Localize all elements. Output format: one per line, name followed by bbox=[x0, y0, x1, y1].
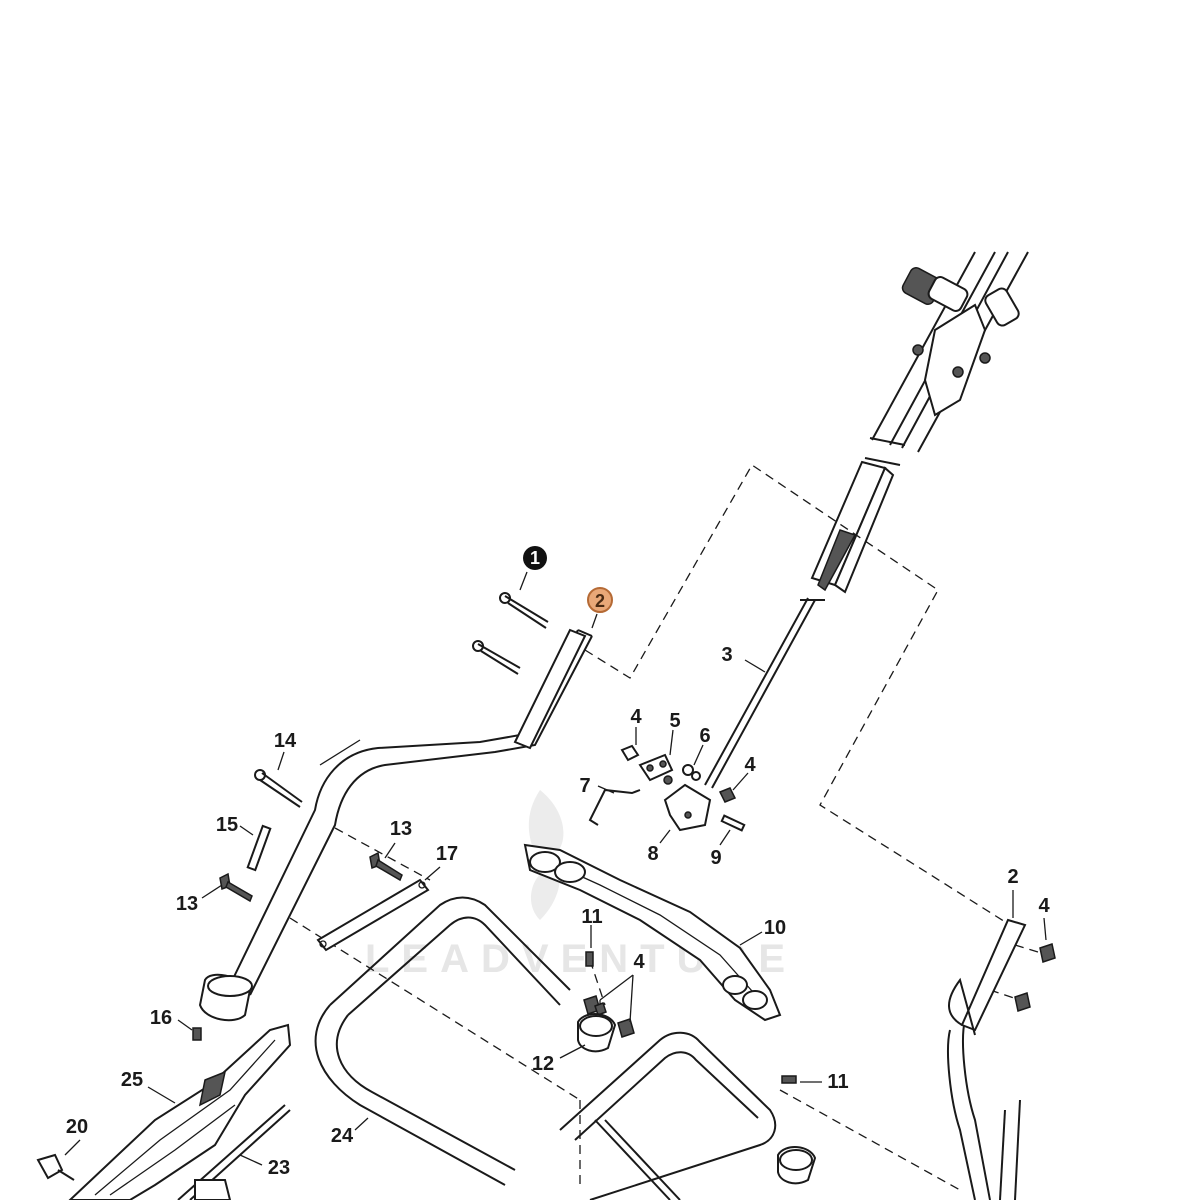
rod-part-3 bbox=[704, 597, 825, 789]
label-11-b: 11 bbox=[827, 1071, 848, 1093]
label-20: 20 bbox=[66, 1116, 88, 1138]
label-8: 8 bbox=[647, 843, 658, 865]
label-16: 16 bbox=[150, 1007, 172, 1029]
part-labels: 3 4 5 6 4 7 8 9 10 11 4 12 11 2 4 14 15 … bbox=[66, 644, 1051, 1179]
callout-1: 1 bbox=[523, 546, 547, 570]
label-12: 12 bbox=[532, 1053, 554, 1075]
bolts-part-1 bbox=[472, 592, 549, 675]
label-4-c: 4 bbox=[633, 951, 645, 973]
label-14: 14 bbox=[274, 730, 297, 752]
leader-lines bbox=[64, 571, 1047, 1166]
lower-left-parts bbox=[36, 1023, 681, 1200]
label-4-b: 4 bbox=[744, 754, 756, 776]
label-7: 7 bbox=[579, 775, 590, 797]
label-10: 10 bbox=[764, 917, 786, 939]
reference-lines bbox=[289, 464, 1049, 1191]
label-6: 6 bbox=[699, 725, 710, 747]
left-handle-bar bbox=[198, 628, 593, 1022]
cable-guide-part-10 bbox=[523, 843, 782, 1022]
left-hardware bbox=[192, 769, 430, 1041]
label-17: 17 bbox=[436, 843, 458, 865]
callout-2-highlight[interactable]: 2 bbox=[587, 587, 613, 613]
clamp-hardware bbox=[577, 951, 817, 1185]
right-handle-part-2 bbox=[948, 918, 1056, 1036]
bracket-hardware bbox=[588, 744, 746, 832]
label-25: 25 bbox=[121, 1069, 143, 1091]
label-13-b: 13 bbox=[176, 893, 198, 915]
label-3: 3 bbox=[721, 644, 732, 666]
label-13-a: 13 bbox=[390, 818, 412, 840]
label-4-d: 4 bbox=[1038, 895, 1050, 917]
label-24: 24 bbox=[331, 1125, 354, 1147]
label-15: 15 bbox=[216, 814, 238, 836]
svg-text:2: 2 bbox=[595, 591, 605, 611]
label-4-a: 4 bbox=[630, 706, 642, 728]
label-11-a: 11 bbox=[581, 906, 602, 928]
upper-handle-assembly bbox=[810, 251, 1029, 594]
frame-part-24 bbox=[314, 896, 1021, 1200]
label-5: 5 bbox=[669, 710, 680, 732]
label-2-right: 2 bbox=[1007, 866, 1018, 888]
label-23: 23 bbox=[268, 1157, 290, 1179]
svg-text:1: 1 bbox=[530, 548, 540, 568]
label-9: 9 bbox=[710, 847, 721, 869]
